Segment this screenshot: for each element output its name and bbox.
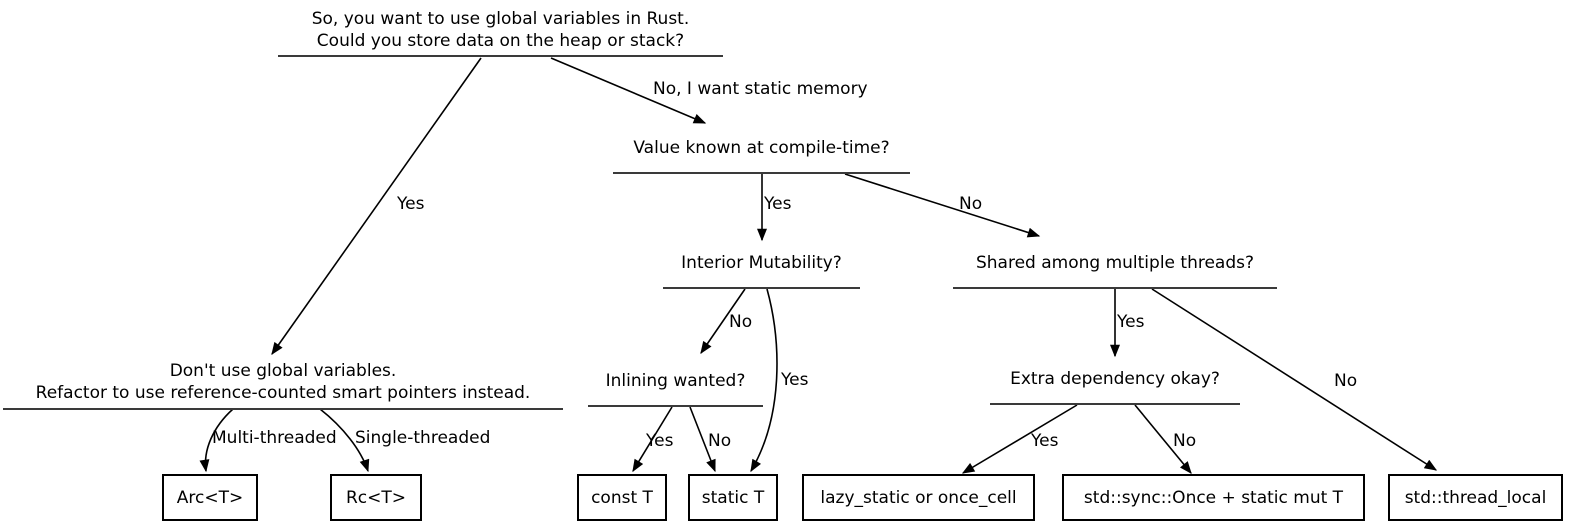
edge-label-extra-no: No: [1173, 431, 1197, 451]
edge-label-value-no: No: [959, 194, 983, 214]
edge-label-root-no-static-memory: No, I want static memory: [653, 79, 868, 99]
question-dont-use-globals: Don't use global variables. Refactor to …: [3, 360, 563, 410]
edge-label-shared-no: No: [1334, 371, 1358, 391]
question-dont-use-line1: Don't use global variables.: [169, 361, 397, 381]
answer-box-arc: Arc<T>: [162, 474, 258, 521]
answer-box-const-t: const T: [577, 474, 667, 521]
answer-box-std-thread-local: std::thread_local: [1388, 474, 1563, 521]
question-shared-among-threads: Shared among multiple threads?: [953, 252, 1277, 289]
question-root: So, you want to use global variables in …: [278, 8, 723, 57]
question-value-known-at-compile-time: Value known at compile-time?: [613, 137, 910, 174]
edge-inlining-yes: [632, 406, 673, 473]
edge-inlining-no: [689, 406, 716, 473]
answer-box-std-sync-once: std::sync::Once + static mut T: [1062, 474, 1365, 521]
edge-label-interior-no: No: [729, 312, 753, 332]
edge-label-single-threaded: Single-threaded: [355, 428, 491, 448]
edge-interior-no: [700, 288, 746, 355]
answer-box-static-t: static T: [688, 474, 778, 521]
edge-label-extra-yes: Yes: [1031, 431, 1059, 451]
edge-label-inlining-yes: Yes: [646, 431, 674, 451]
question-interior-mutability: Interior Mutability?: [663, 252, 860, 289]
edge-extra-yes: [961, 404, 1078, 474]
edge-label-value-yes: Yes: [764, 194, 792, 214]
question-root-line2: Could you store data on the heap or stac…: [316, 31, 685, 51]
edge-shared-no: [1151, 288, 1438, 471]
edge-label-multi-threaded: Multi-threaded: [212, 428, 337, 448]
edge-label-inlining-no: No: [708, 431, 732, 451]
edge-root-no: [550, 57, 707, 124]
edge-label-shared-yes: Yes: [1117, 312, 1145, 332]
edge-value-no: [844, 173, 1041, 238]
answer-box-lazy-static-or-once-cell: lazy_static or once_cell: [802, 474, 1035, 521]
question-dont-use-line2: Refactor to use reference-counted smart …: [35, 383, 531, 403]
edge-label-interior-yes: Yes: [781, 370, 809, 390]
answer-box-rc: Rc<T>: [330, 474, 422, 521]
question-root-line1: So, you want to use global variables in …: [311, 9, 690, 29]
edge-label-root-yes: Yes: [397, 194, 425, 214]
question-inlining-wanted: Inlining wanted?: [588, 370, 763, 407]
edge-root-yes: [271, 57, 482, 356]
edge-multi-threaded: [199, 408, 234, 473]
edge-extra-no: [1134, 404, 1192, 474]
edge-interior-yes: [750, 288, 778, 473]
edge-single-threaded: [319, 408, 370, 473]
question-extra-dependency: Extra dependency okay?: [990, 368, 1240, 405]
